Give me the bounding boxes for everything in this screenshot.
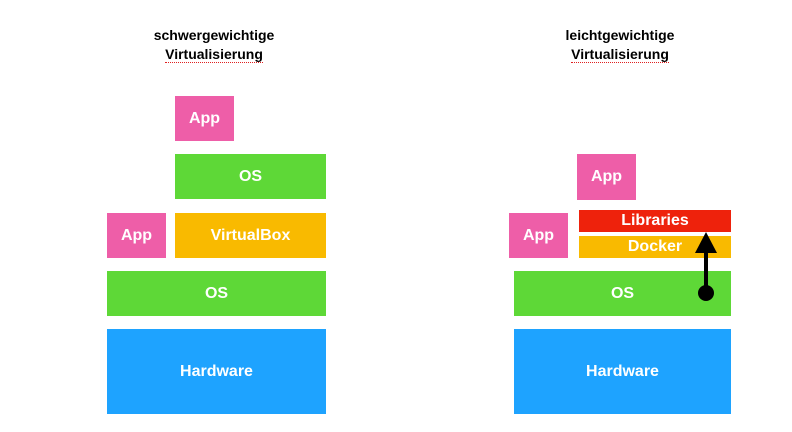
right-app-side-box: App xyxy=(509,213,568,258)
left-virtualbox-box: VirtualBox xyxy=(175,213,326,258)
right-libraries-box: Libraries xyxy=(579,210,731,232)
right-docker-box: Docker xyxy=(579,236,731,258)
arrow-tail-dot xyxy=(698,285,714,301)
right-hardware-box: Hardware xyxy=(514,329,731,414)
right-title: leichtgewichtige Virtualisierung xyxy=(490,26,750,64)
left-title: schwergewichtige Virtualisierung xyxy=(84,26,344,64)
left-title-line2: Virtualisierung xyxy=(165,46,263,63)
left-host-os-box: OS xyxy=(107,271,326,316)
left-app-top-box: App xyxy=(175,96,234,141)
left-guest-os-box: OS xyxy=(175,154,326,199)
right-title-line1: leichtgewichtige xyxy=(565,27,675,43)
right-host-os-box: OS xyxy=(514,271,731,316)
left-hardware-box: Hardware xyxy=(107,329,326,414)
right-app-top-box: App xyxy=(577,154,636,200)
left-app-side-box: App xyxy=(107,213,166,258)
left-title-line1: schwergewichtige xyxy=(153,27,275,43)
arrow-head xyxy=(695,232,717,253)
right-title-line2: Virtualisierung xyxy=(571,46,669,63)
